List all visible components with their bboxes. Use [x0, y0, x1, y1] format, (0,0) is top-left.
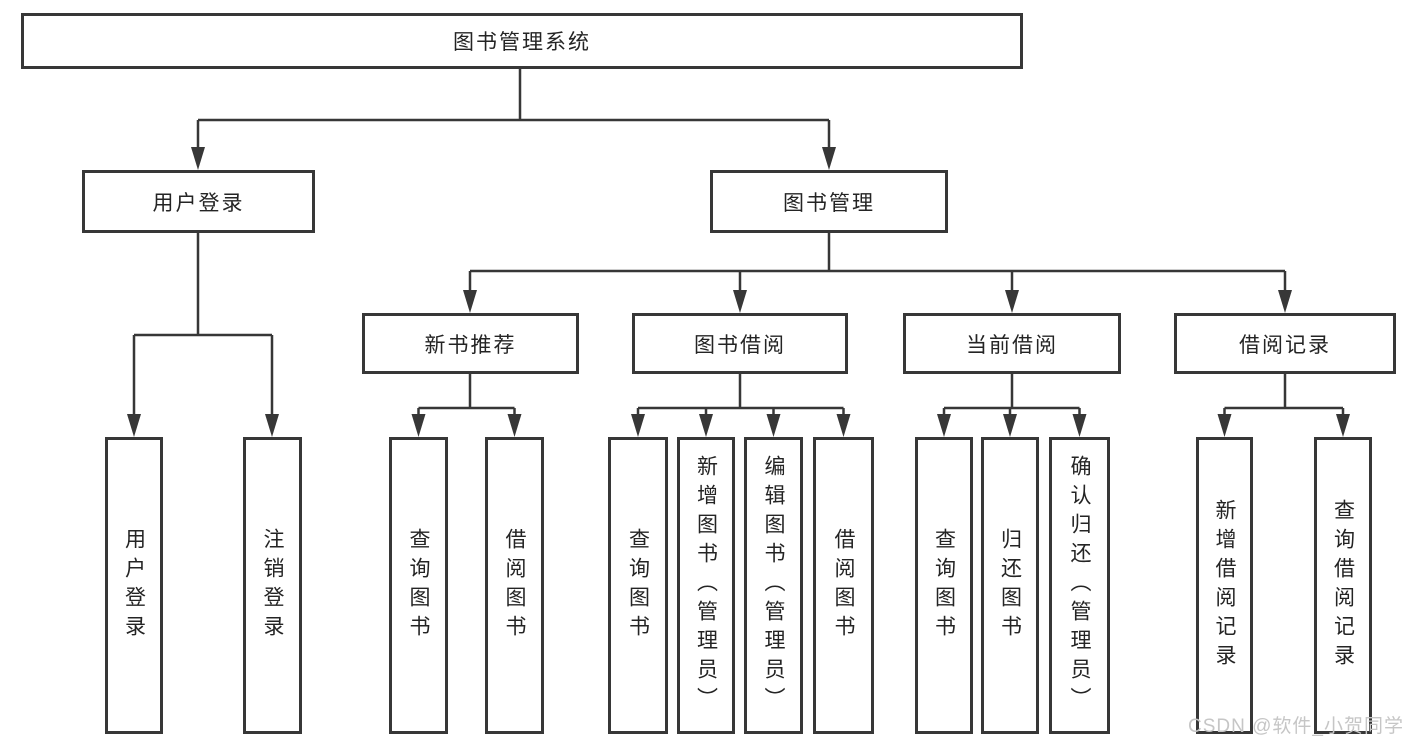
leaf-user-login: 用户登录: [105, 437, 163, 734]
leaf-add-borrow-record: 新增借阅记录: [1196, 437, 1253, 734]
leaf-logout: 注销登录: [243, 437, 302, 734]
node-borrow-records: 借阅记录: [1174, 313, 1396, 374]
leaf-borrow-books: 借阅图书: [813, 437, 874, 734]
node-book-management: 图书管理: [710, 170, 948, 233]
node-current-borrow: 当前借阅: [903, 313, 1121, 374]
leaf-recommend-query-books: 查询图书: [389, 437, 448, 734]
leaf-borrow-query-books: 查询图书: [608, 437, 668, 734]
leaf-recommend-borrow-books: 借阅图书: [485, 437, 544, 734]
leaf-confirm-return-admin: 确认归还（管理员）: [1049, 437, 1110, 734]
leaf-edit-books-admin: 编辑图书（管理员）: [744, 437, 803, 734]
watermark: CSDN @软件_小贺同学: [1188, 716, 1404, 737]
leaf-return-books: 归还图书: [981, 437, 1039, 734]
leaf-query-borrow-record: 查询借阅记录: [1314, 437, 1372, 734]
leaf-add-books-admin: 新增图书（管理员）: [677, 437, 735, 734]
node-new-book-recommend: 新书推荐: [362, 313, 579, 374]
node-user-login: 用户登录: [82, 170, 315, 233]
node-root: 图书管理系统: [21, 13, 1023, 69]
node-book-borrow: 图书借阅: [632, 313, 848, 374]
leaf-current-query-books: 查询图书: [915, 437, 973, 734]
